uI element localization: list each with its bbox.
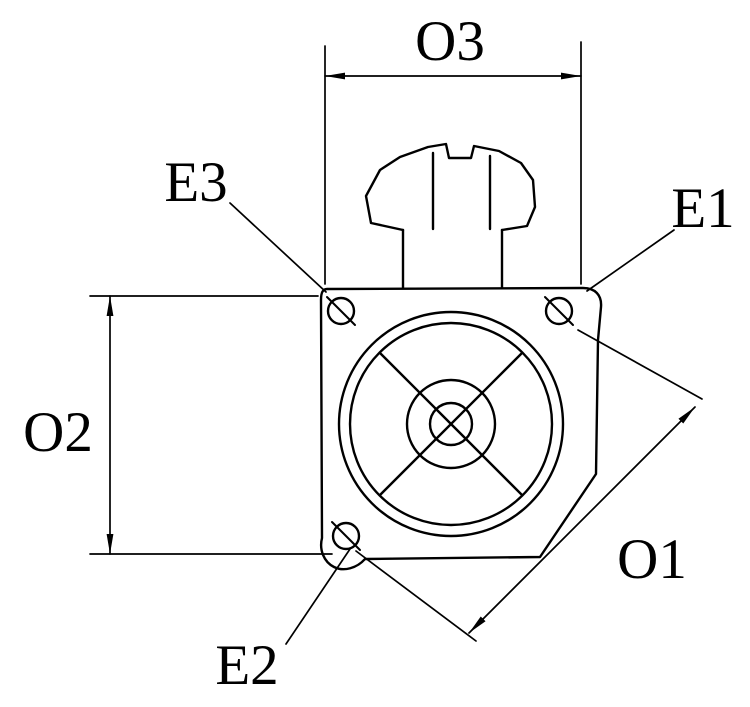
dimension-o1: O1 [355,329,703,642]
solenoid-housing-outline [364,142,537,232]
dimension-label-o3: O3 [415,10,485,73]
e1-leader-line [586,229,675,292]
o1-extension-line-lower [355,550,477,642]
flange-outline [319,286,603,571]
o1-dimension-line [468,406,696,634]
bolt-hole-top-right [544,296,574,326]
bolt-hole-bottom-left-slash [331,521,361,551]
o1-extension-line-upper [577,329,703,400]
callout-e2: E2 [215,548,351,697]
dimension-o3: O3 [324,10,582,285]
bolt-hole-top-right-circle [544,296,574,326]
hole-label-e3: E3 [164,151,227,214]
hole-label-e2: E2 [215,634,278,697]
bolt-hole-top-left-slash [326,296,356,326]
bolt-hole-top-left-circle [326,296,356,326]
center-diagonal-line-2 [378,351,524,497]
dimension-label-o2: O2 [23,401,93,464]
bolt-hole-top-left [326,296,356,326]
callout-e1: E1 [586,177,735,292]
starter-flange-drawing [319,142,603,571]
dimension-o2: O2 [23,295,333,555]
bolt-hole-bottom-left-circle [331,521,361,551]
e3-leader-line [229,202,327,293]
callout-e3: E3 [164,151,327,293]
e2-leader-line [285,548,351,645]
dimension-label-o1: O1 [617,528,687,591]
hole-label-e1: E1 [671,177,734,240]
bolt-hole-bottom-left [331,521,361,551]
bolt-hole-top-right-slash [544,296,574,326]
